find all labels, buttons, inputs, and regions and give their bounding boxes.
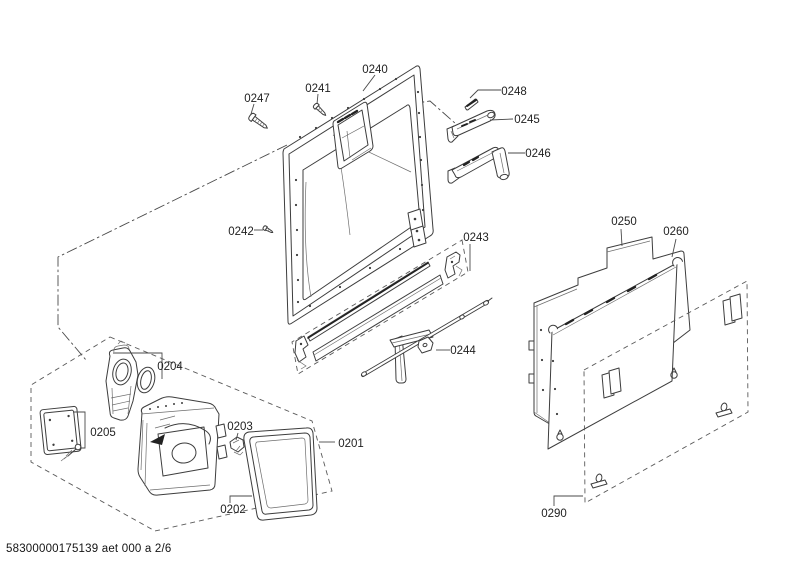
part-label-0204: 0204 — [157, 361, 183, 373]
part-number-labels: 0240 0241 0247 0248 0245 0246 0242 0243 … — [90, 64, 689, 520]
part-oring-0204 — [136, 366, 156, 394]
part-gasket-0202 — [243, 427, 318, 521]
assembly-boundary-0201 — [30, 336, 333, 532]
part-screw-0205 — [60, 443, 82, 462]
door-hinge-tabs — [407, 208, 427, 248]
part-label-0242: 0242 — [228, 226, 254, 238]
leader-0245 — [489, 118, 514, 121]
trim-bracket-lower — [294, 335, 309, 370]
part-label-0205: 0205 — [90, 427, 116, 439]
part-label-0240: 0240 — [362, 64, 388, 76]
part-dispenser-body — [137, 396, 228, 496]
leader-0205 — [73, 411, 86, 449]
trim-bracket-upper — [444, 251, 463, 279]
part-funnel-0204 — [105, 340, 139, 421]
center-line-door-to-dispenser — [57, 144, 288, 361]
part-label-0201: 0201 — [338, 438, 364, 450]
panel-keyhole-cutouts — [556, 367, 678, 441]
part-clip-0248 — [464, 98, 479, 111]
panel-pad-0260 — [601, 367, 622, 399]
phantom-panel-clips — [590, 402, 733, 489]
part-label-0250: 0250 — [611, 216, 637, 228]
part-label-0243: 0243 — [463, 232, 489, 244]
part-latch-0245 — [446, 109, 496, 143]
part-label-0290: 0290 — [541, 508, 567, 520]
part-label-0246: 0246 — [525, 148, 551, 160]
part-label-0260: 0260 — [663, 226, 689, 238]
dispenser-arrow — [150, 434, 165, 445]
part-clip-0203 — [229, 436, 245, 456]
part-screw-0241 — [312, 102, 327, 116]
part-rod-0244 — [361, 297, 493, 384]
part-label-0247: 0247 — [244, 93, 270, 105]
part-cover-plate-0205 — [39, 405, 82, 455]
part-inner-door-panel-0240 — [282, 65, 434, 325]
part-trim-strips-0243 — [294, 251, 463, 370]
dispenser-cutout — [332, 101, 374, 170]
part-front-panel-0260 — [547, 257, 683, 450]
leader-0248 — [469, 89, 501, 99]
leader-0260 — [671, 238, 677, 258]
leader-0202 — [229, 495, 252, 503]
part-screw-0247 — [248, 112, 268, 129]
leader-0247 — [250, 103, 255, 115]
part-label-0202: 0202 — [220, 504, 246, 516]
leader-0203 — [235, 432, 239, 441]
leader-0290 — [553, 495, 583, 506]
leader-0204 — [113, 352, 163, 379]
part-label-0203: 0203 — [227, 421, 253, 433]
assembly-boundary-0243 — [291, 239, 469, 375]
rivet-dots — [294, 77, 425, 308]
part-latch-0246 — [447, 146, 510, 184]
part-label-0241: 0241 — [305, 83, 331, 95]
leader-0240 — [362, 74, 376, 92]
part-label-0245: 0245 — [514, 114, 540, 126]
part-screw-0242 — [262, 225, 274, 233]
part-label-0248: 0248 — [501, 86, 527, 98]
leader-0241 — [316, 93, 319, 105]
document-code: 58300000175139 aet 000 a 2/6 — [6, 543, 171, 555]
part-label-0244: 0244 — [450, 345, 476, 357]
phantom-panel-0290 — [583, 280, 749, 504]
leader-lines — [73, 74, 677, 506]
leader-0250 — [620, 228, 623, 247]
phantom-panel-pads — [722, 293, 743, 326]
